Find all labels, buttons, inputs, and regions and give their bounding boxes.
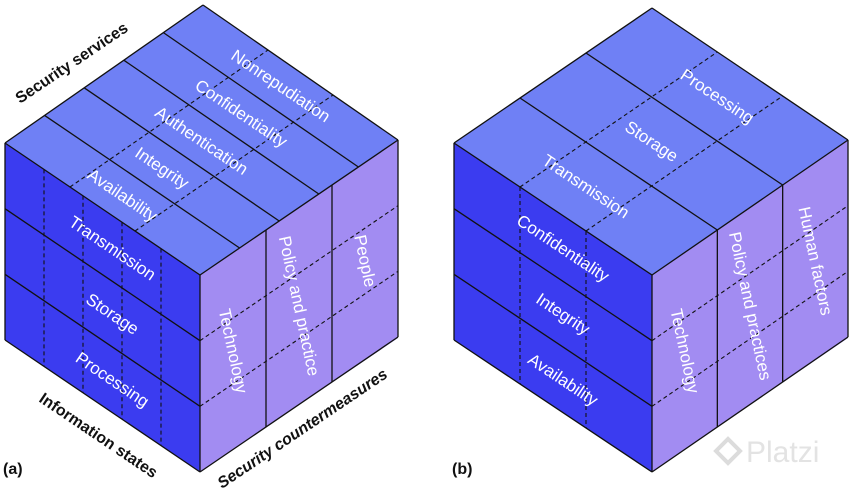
- cube-edge: [4, 142, 201, 276]
- platzi-watermark: Platzi: [713, 436, 819, 469]
- right-dash-divider: [199, 270, 399, 407]
- cube-edge: [453, 142, 653, 276]
- watermark-text: Platzi: [746, 436, 819, 469]
- cube-a-right-face: [200, 140, 398, 472]
- cube-edge: [202, 4, 399, 141]
- cube-a-left-face: [5, 143, 200, 472]
- cube-edge: [4, 4, 204, 144]
- cube-edge: [453, 7, 653, 144]
- top-row-divider: [83, 87, 280, 222]
- cube-a-grid-lines: [4, 4, 399, 473]
- cube-edge: [199, 336, 399, 473]
- cube-edge: [199, 139, 399, 276]
- cube-b-right-face: [652, 140, 848, 472]
- left-row-divider: [453, 273, 653, 407]
- cube-edge: [4, 339, 201, 473]
- top-row-divider: [585, 52, 784, 186]
- cube-edge: [453, 339, 653, 473]
- cube-b-left-face: [454, 143, 652, 472]
- top-row-divider: [44, 114, 240, 249]
- platzi-logo-icon: [713, 436, 743, 466]
- cube-edge: [651, 7, 849, 141]
- top-row-divider: [519, 97, 718, 231]
- cube-b: TransmissionStorageProcessingConfidentia…: [453, 7, 849, 473]
- right-dash-divider: [651, 270, 849, 407]
- top-dash-divider: [69, 49, 269, 188]
- right-dash-divider: [651, 205, 849, 342]
- right-dash-divider: [199, 205, 399, 342]
- cube-edge: [651, 336, 849, 473]
- cube-edge: [651, 139, 849, 276]
- left-row-divider: [4, 208, 201, 342]
- panel-a-tag: (a): [3, 461, 23, 478]
- top-dash-divider: [519, 51, 718, 188]
- top-row-divider: [123, 59, 320, 195]
- top-dash-divider: [134, 94, 334, 232]
- cube-b-grid-lines: [453, 7, 849, 473]
- panel-b-tag: (b): [452, 461, 472, 478]
- left-row-divider: [4, 273, 201, 407]
- top-dash-divider: [585, 95, 783, 232]
- top-row-divider: [163, 32, 359, 168]
- left-row-divider: [453, 208, 653, 342]
